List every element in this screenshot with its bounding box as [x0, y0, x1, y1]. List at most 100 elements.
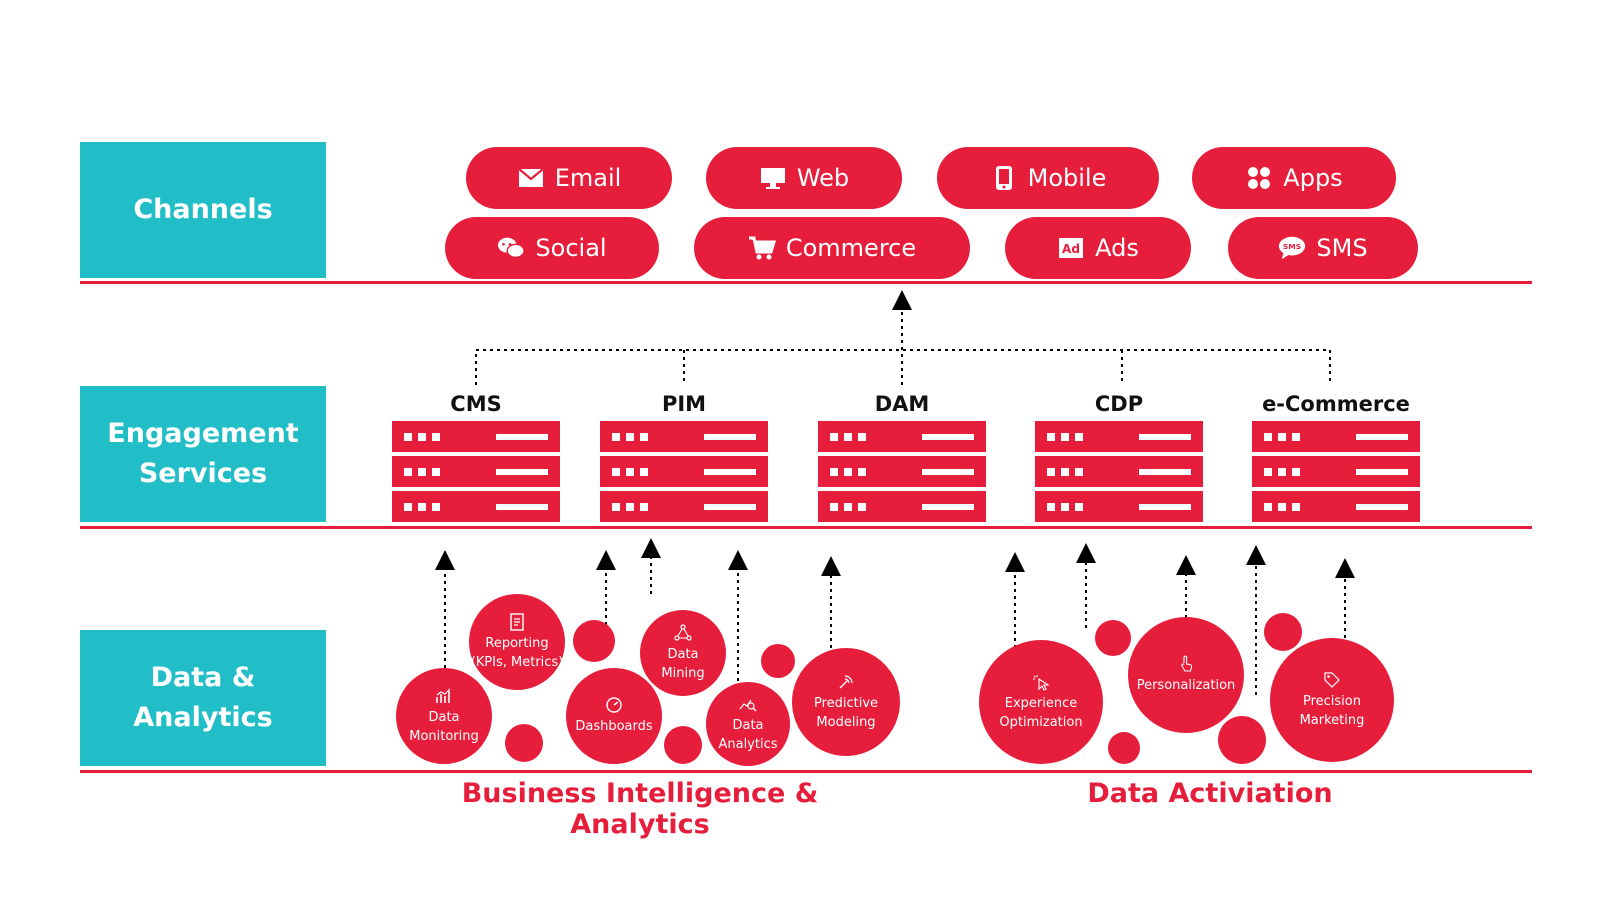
experience-optimization-label: Experience Optimization: [999, 695, 1083, 730]
layer-data-label: Data & Analytics: [80, 630, 326, 766]
server-led: [1278, 468, 1286, 476]
reporting-label: Reporting (KPIs, Metrics): [470, 635, 564, 670]
ad-badge-text: Ad: [1062, 242, 1080, 256]
server-led: [1264, 503, 1272, 511]
server-led: [1264, 433, 1272, 441]
server-led: [1264, 468, 1272, 476]
server-slot: [704, 504, 756, 510]
server-unit-dam: [818, 456, 986, 487]
server-led: [1278, 503, 1286, 511]
sms-badge-text: SMS: [1283, 242, 1301, 251]
server-led: [418, 433, 426, 441]
data-monitoring-label: Data Monitoring: [409, 709, 479, 744]
channel-web-label: Web: [796, 164, 850, 192]
server-slot: [1139, 434, 1191, 440]
server-led: [1278, 433, 1286, 441]
server-led: [640, 503, 648, 511]
channel-email-label: Email: [554, 164, 622, 192]
server-led: [640, 468, 648, 476]
bubble-data-monitoring: Data Monitoring: [396, 668, 492, 764]
server-unit-ecommerce: [1252, 456, 1420, 487]
engagement-divider: [80, 526, 1532, 529]
bubble-precision-marketing: Precision Marketing: [1270, 638, 1394, 762]
server-led: [1061, 433, 1069, 441]
server-led: [1061, 468, 1069, 476]
server-led: [858, 433, 866, 441]
server-led: [1047, 433, 1055, 441]
price-tag-icon: [1324, 671, 1340, 688]
decorative-dot: [505, 724, 543, 762]
channel-apps: Apps: [1192, 147, 1396, 209]
bubble-data-mining: Data Mining: [640, 610, 726, 696]
document-icon: [510, 612, 524, 631]
channel-social: Social: [445, 217, 659, 279]
server-unit-pim: [600, 456, 768, 487]
layer-channels-label: Channels: [80, 142, 326, 278]
server-led: [626, 503, 634, 511]
decorative-dot: [1095, 620, 1131, 656]
bubble-dashboards: Dashboards: [566, 668, 662, 764]
channel-mobile: Mobile: [937, 147, 1159, 209]
server-unit-pim: [600, 491, 768, 522]
service-cdp-title: CDP: [1094, 392, 1144, 416]
decorative-dot: [761, 644, 795, 678]
server-led: [432, 468, 440, 476]
server-led: [404, 503, 412, 511]
server-unit-cms: [392, 491, 560, 522]
server-unit-ecommerce: [1252, 421, 1420, 452]
server-unit-pim: [600, 421, 768, 452]
server-led: [1075, 503, 1083, 511]
server-led: [1292, 503, 1300, 511]
server-unit-dam: [818, 491, 986, 522]
channel-mobile-label: Mobile: [1027, 164, 1107, 192]
server-led: [858, 468, 866, 476]
bubble-data-analytics: Data Analytics: [706, 682, 790, 766]
channel-apps-label: Apps: [1283, 164, 1343, 192]
server-led: [858, 503, 866, 511]
analytics-search-icon: [739, 699, 757, 711]
gauge-icon: [606, 697, 622, 713]
decorative-dot: [1108, 732, 1140, 764]
ad-badge-icon: Ad: [1057, 234, 1085, 262]
server-slot: [1356, 469, 1408, 475]
data-mining-label: Data Mining: [661, 646, 705, 681]
channels-divider: [80, 281, 1532, 284]
server-led: [830, 468, 838, 476]
sms-bubble-icon: SMS: [1278, 234, 1306, 262]
server-led: [830, 503, 838, 511]
server-led: [1061, 503, 1069, 511]
server-led: [844, 468, 852, 476]
server-slot: [704, 434, 756, 440]
decorative-dot: [1218, 716, 1266, 764]
bubble-reporting: Reporting (KPIs, Metrics): [469, 594, 565, 690]
channel-web: Web: [706, 147, 902, 209]
bar-chart-icon: [436, 688, 451, 703]
server-slot: [496, 434, 548, 440]
server-slot: [922, 504, 974, 510]
data-analytics-label: Data Analytics: [718, 717, 778, 752]
server-led: [418, 503, 426, 511]
monitor-icon: [759, 164, 787, 192]
apps-grid-icon: [1245, 164, 1273, 192]
server-slot: [496, 504, 548, 510]
bubble-experience-optimization: Experience Optimization: [979, 640, 1103, 764]
server-unit-cms: [392, 456, 560, 487]
server-slot: [1139, 504, 1191, 510]
server-unit-dam: [818, 421, 986, 452]
channel-commerce: Commerce: [694, 217, 970, 279]
server-slot: [1356, 504, 1408, 510]
server-slot: [704, 469, 756, 475]
channel-ads-label: Ads: [1095, 234, 1139, 262]
server-unit-ecommerce: [1252, 491, 1420, 522]
data-divider: [80, 770, 1532, 773]
server-unit-cdp: [1035, 456, 1203, 487]
predictive-modeling-label: Predictive Modeling: [813, 695, 879, 730]
cursor-click-icon: [1033, 674, 1050, 691]
server-led: [612, 503, 620, 511]
server-led: [1075, 468, 1083, 476]
server-led: [612, 433, 620, 441]
server-led: [830, 433, 838, 441]
server-slot: [922, 434, 974, 440]
decorative-dot: [664, 726, 702, 764]
server-unit-cdp: [1035, 491, 1203, 522]
